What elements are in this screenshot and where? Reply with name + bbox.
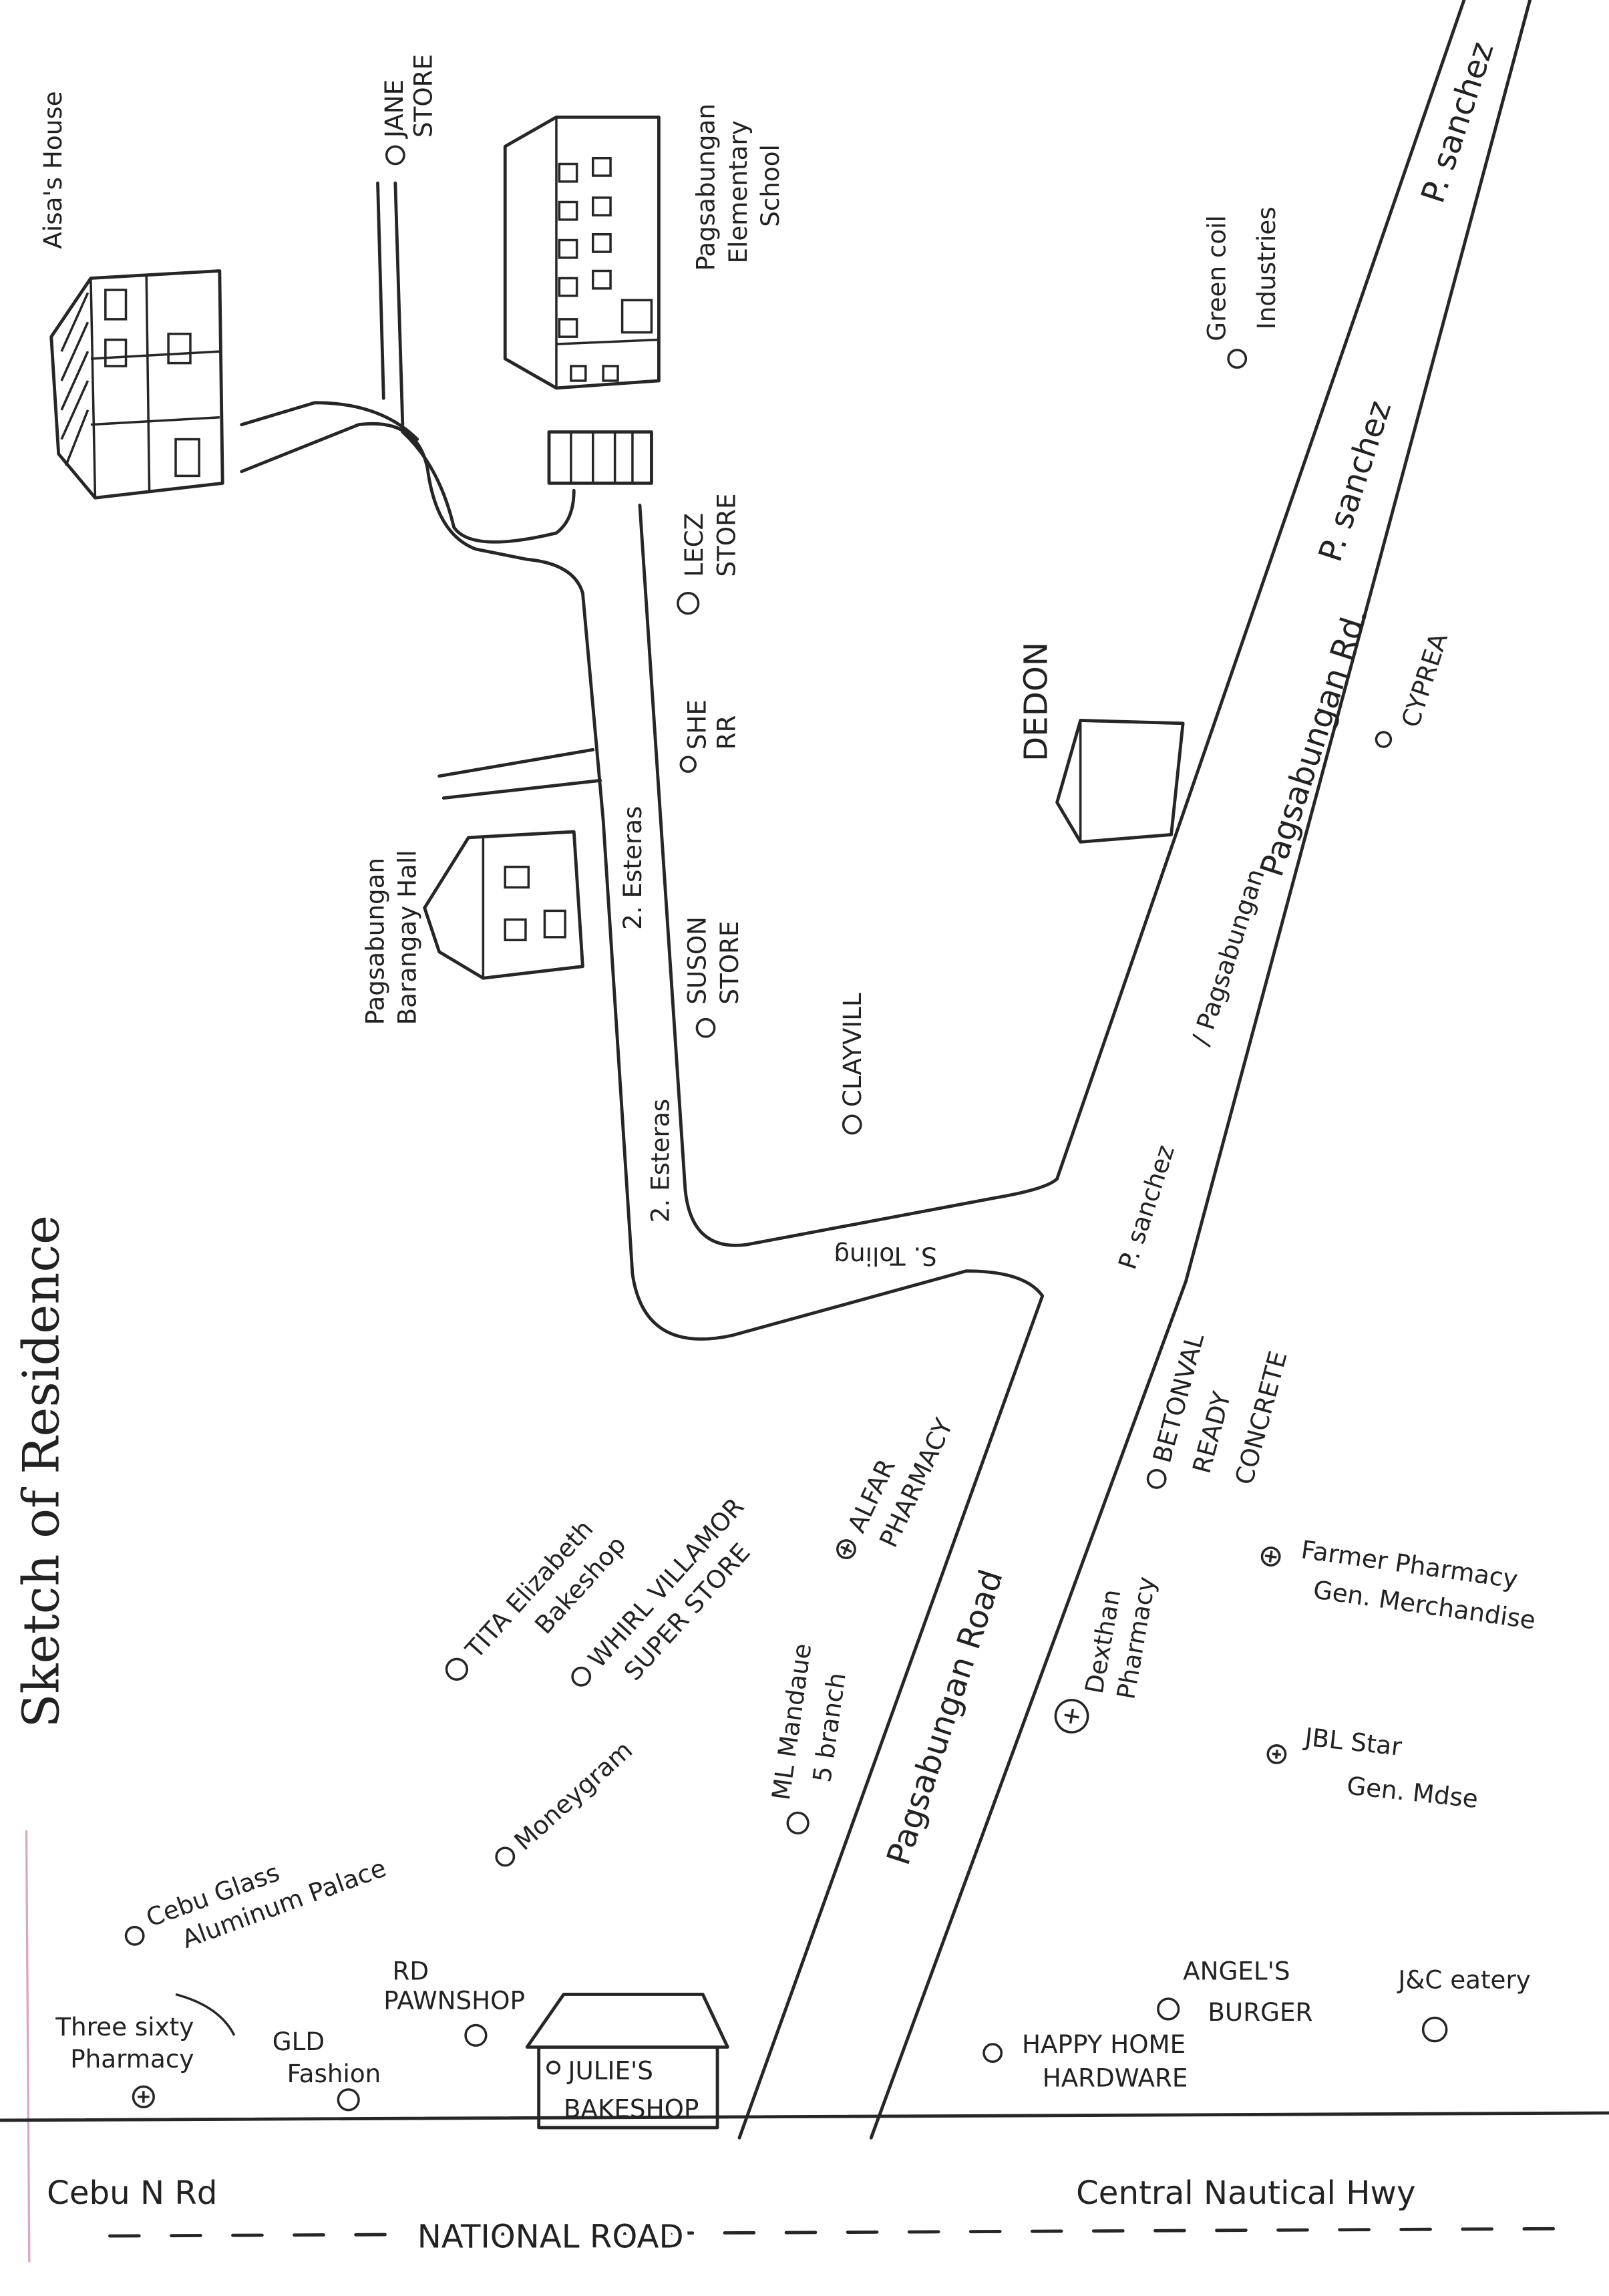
place-she-rr: SHE RR: [679, 699, 741, 773]
place-tita-elizabeth: TITA Elizabeth Bakeshop: [445, 1514, 632, 1681]
road-label-cebu-n-rd: Cebu N Rd: [47, 2174, 217, 2212]
place-label: Moneygram: [508, 1735, 638, 1856]
julies-bakeshop-label-line: BAKESHOP: [564, 2094, 699, 2124]
place-label: CONCRETE: [1229, 1348, 1293, 1488]
place-label: SHE: [683, 699, 712, 750]
place-label: Pharmacy: [70, 2044, 194, 2074]
place-label: HARDWARE: [1043, 2064, 1188, 2093]
place-moneygram: Moneygram: [495, 1735, 638, 1867]
school-label-line: School: [755, 144, 785, 227]
pointer-line: [175, 1993, 236, 2036]
place-label: Industries: [1252, 206, 1281, 329]
place-label: Three sixty: [55, 2012, 194, 2041]
julies-bakeshop-label-line: JULIE'S: [566, 2056, 653, 2086]
road-label-central-nautical: Central Nautical Hwy: [1076, 2174, 1415, 2212]
national-road-centerline: [108, 2227, 1568, 2238]
place-label: CYPREA: [1395, 629, 1453, 731]
place-rd-pawnshop: RD PAWNSHOP: [383, 1957, 525, 2047]
julies-bakeshop-label: JULIE'S BAKESHOP: [546, 2056, 699, 2124]
place-cebu-glass: Cebu Glass Aluminum Palace: [124, 1853, 390, 1954]
place-happy-home-hardware: HAPPY HOME HARDWARE: [982, 2029, 1188, 2093]
place-cyprea: CYPREA: [1375, 629, 1453, 748]
place-jane-store: JANE STORE: [379, 54, 438, 166]
pagsabungan-road: [737, 0, 1532, 2140]
barangay-hall-label-line: Barangay Hall: [393, 850, 422, 1025]
place-label: GLD: [273, 2027, 325, 2056]
place-angels-burger: ANGEL'S BURGER: [1157, 1957, 1312, 2027]
margin-line: [25, 1830, 31, 2263]
aisas-house-label: Aisa's House: [38, 91, 67, 249]
road-label-p-sanchez: P. sanchez: [1113, 1141, 1180, 1273]
place-label: RR: [711, 715, 741, 750]
place-jc-eatery: J&C eatery: [1397, 1965, 1531, 2043]
place-label: CLAYVILL: [838, 993, 867, 1107]
place-ml-mandaue: ML Mandaue 5 branch: [766, 1641, 852, 1835]
place-label: STORE: [711, 493, 741, 577]
place-label: 5 branch: [807, 1671, 852, 1784]
place-label: JANE: [379, 79, 409, 139]
road-label-esteras: 2. Esteras: [618, 806, 647, 929]
barangay-hall-drawing: [423, 830, 584, 980]
road-label-pagsabungan-rd: Pagsabungan Rd.: [1253, 603, 1375, 881]
barangay-hall-label: Pagsabungan Barangay Hall: [360, 850, 421, 1025]
place-label: PAWNSHOP: [383, 1985, 525, 2015]
place-label: HAPPY HOME: [1022, 2029, 1186, 2059]
school-label-line: Elementary: [723, 120, 753, 263]
map-title: Sketch of Residence: [13, 1215, 71, 1728]
place-label: BURGER: [1208, 1997, 1312, 2027]
place-label: RD: [392, 1957, 429, 1986]
place-label: SUSON: [683, 917, 712, 1005]
place-label: Gen. Mdse: [1345, 1771, 1479, 1814]
place-label: STORE: [409, 54, 438, 138]
place-suson-store: SUSON STORE: [683, 917, 744, 1038]
place-label: J&C eatery: [1397, 1965, 1531, 1995]
road-label-pagsabungan: / Pagsabungan: [1186, 865, 1270, 1049]
place-jbl-star: JBL Star Gen. Mdse: [1266, 1722, 1479, 1814]
place-farmer-pharmacy: Farmer Pharmacy Gen. Merchandise: [1260, 1534, 1538, 1635]
road-label-p-sanchez: P. sanchez: [1414, 37, 1501, 208]
place-label: STORE: [715, 921, 744, 1005]
place-green-coil: Green coil Industries: [1202, 206, 1281, 369]
place-label: LECZ: [679, 513, 709, 577]
road-label-s-toling: S. Toling: [834, 1242, 937, 1271]
place-label: ANGEL'S: [1183, 1957, 1290, 1986]
school-label: Pagsabungan Elementary School: [691, 104, 785, 271]
place-label: Green coil: [1202, 215, 1232, 341]
place-gld-fashion: GLD Fashion: [273, 2027, 381, 2112]
road-label-pagsabungan-road: Pagsabungan Road: [880, 1565, 1011, 1869]
aisas-house-drawing: [49, 269, 224, 500]
barangay-hall-label-line: Pagsabungan: [360, 858, 389, 1025]
place-alfar-pharmacy: ALFAR PHARMACY: [836, 1414, 958, 1560]
esteras-toling-road: [240, 181, 1059, 1341]
julies-bakeshop-drawing: [525, 1993, 729, 2130]
place-lecz-store: LECZ STORE: [677, 493, 741, 615]
place-whirl-villamor: WHIRL VILLAMOR SUPER STORE: [571, 1492, 756, 1687]
place-clayvill: CLAYVILL: [838, 993, 867, 1135]
place-three-sixty-pharmacy: Three sixty Pharmacy: [55, 2012, 194, 2108]
dedon-drawing: [1055, 719, 1185, 844]
place-dexthan-pharmacy: Dexthan Pharmacy: [1054, 1575, 1161, 1734]
national-road-edge: [0, 2111, 1609, 2122]
place-dedon: DEDON: [1017, 642, 1055, 762]
place-label: READY: [1187, 1388, 1237, 1476]
place-betonval: BETONVAL READY CONCRETE: [1146, 1330, 1293, 1489]
place-label: JBL Star: [1302, 1722, 1404, 1762]
road-label-esteras: 2. Esteras: [646, 1099, 675, 1222]
school-label-line: Pagsabungan: [691, 104, 721, 271]
place-label: Fashion: [287, 2059, 381, 2088]
road-label-national-road: NATIONAL ROAD: [417, 2219, 684, 2256]
school-drawing: [503, 115, 661, 485]
